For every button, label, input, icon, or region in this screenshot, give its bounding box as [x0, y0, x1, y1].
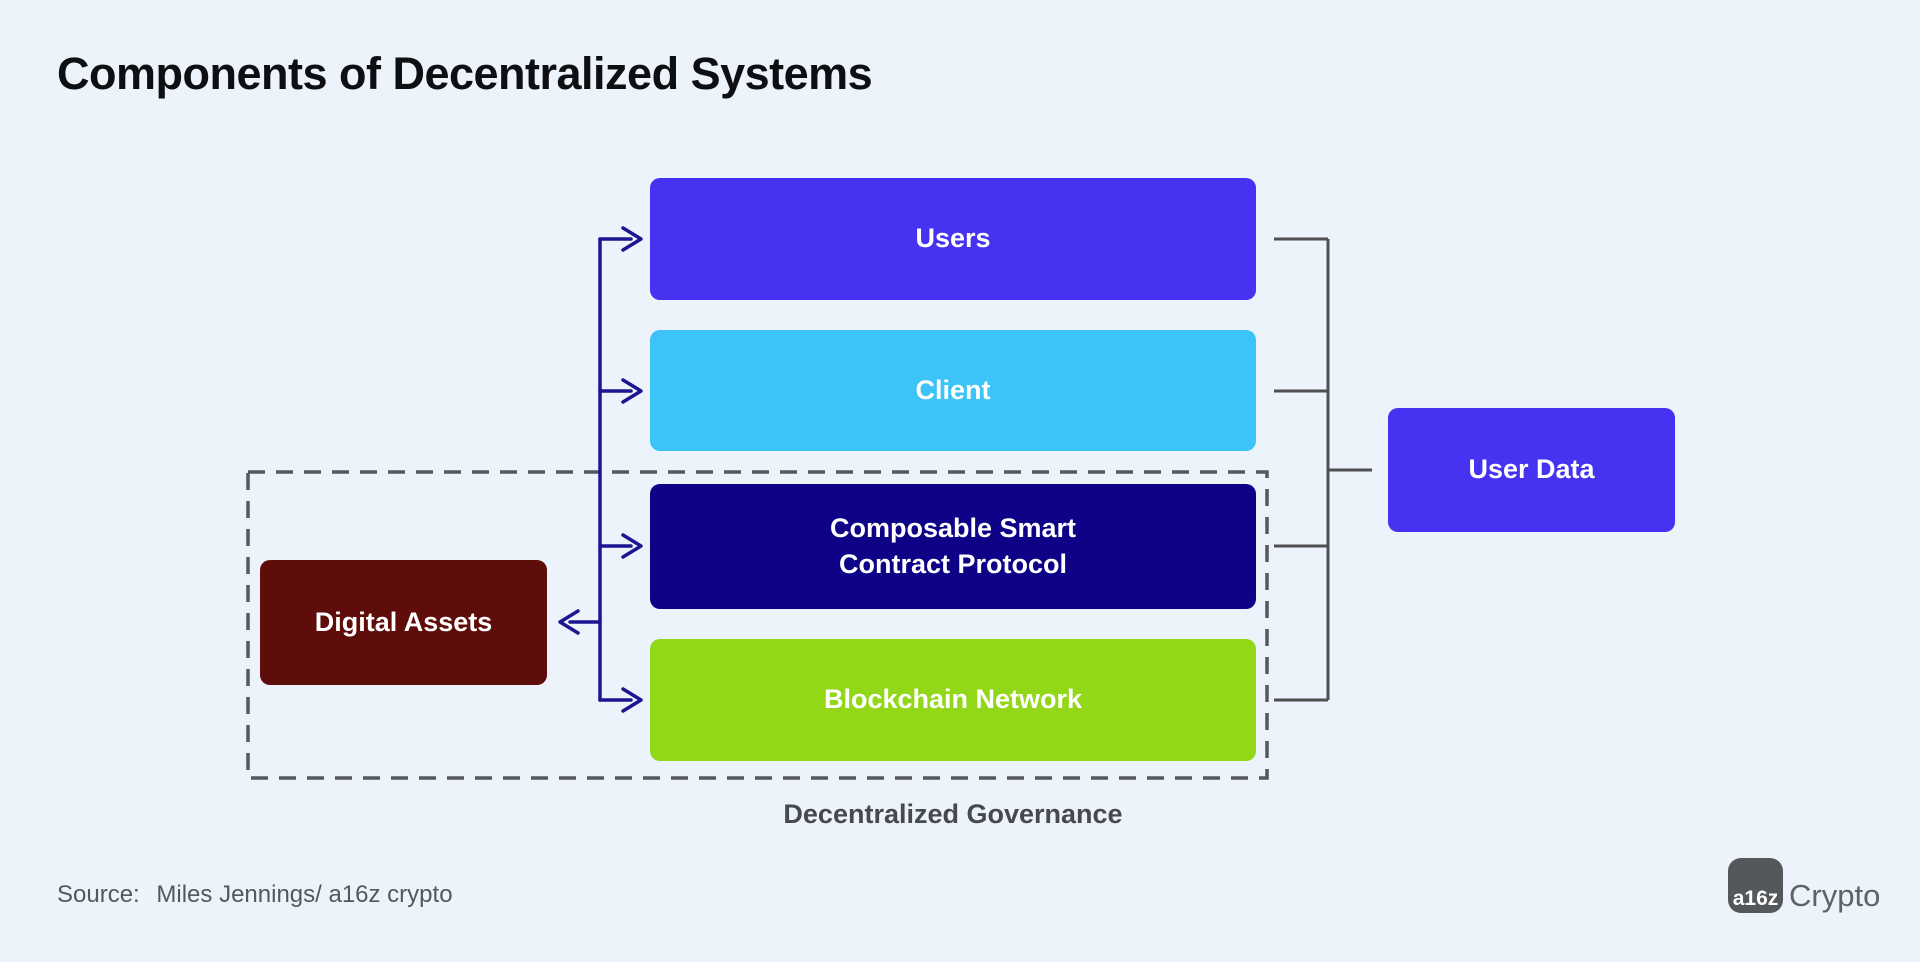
left-arrow-tree	[558, 226, 643, 713]
a16z-crypto-logo: a16z Crypto	[1728, 858, 1880, 913]
arrow-to-digital-assets-head-icon	[558, 609, 580, 635]
arrow-to-client-head-icon	[621, 378, 643, 404]
arrow-to-users-head-icon	[621, 226, 643, 252]
box-user-data-label: User Data	[1468, 454, 1595, 485]
a16z-logo-mark-text: a16z	[1732, 887, 1779, 910]
box-user-data: User Data	[1388, 408, 1675, 532]
arrow-to-blockchain-head-icon	[621, 687, 643, 713]
page-title: Components of Decentralized Systems	[57, 48, 873, 99]
box-protocol-label-line1: Composable Smart	[829, 512, 1077, 543]
box-protocol-label-line2: Contract Protocol	[838, 548, 1067, 579]
right-connector-bracket	[1274, 237, 1372, 702]
box-blockchain-label: Blockchain Network	[823, 684, 1083, 715]
box-client: Client	[650, 330, 1256, 451]
governance-label: Decentralized Governance	[783, 799, 1123, 829]
box-users: Users	[650, 178, 1256, 300]
a16z-logo-mark-icon: a16z	[1728, 858, 1783, 913]
box-client-label: Client	[915, 374, 991, 405]
box-users-label: Users	[915, 223, 991, 254]
source-text: Miles Jennings/ a16z crypto	[156, 881, 453, 908]
source-prefix: Source:	[57, 881, 140, 908]
box-blockchain-network: Blockchain Network	[650, 639, 1256, 761]
box-digital-assets: Digital Assets	[260, 560, 547, 685]
arrow-to-protocol-head-icon	[621, 533, 643, 559]
box-digital-assets-label: Digital Assets	[314, 606, 493, 637]
a16z-logo-name: Crypto	[1789, 878, 1881, 913]
source-note: Source: Miles Jennings/ a16z crypto	[57, 881, 453, 909]
box-composable-smart-contract-protocol: Composable Smart Contract Protocol	[650, 484, 1256, 609]
